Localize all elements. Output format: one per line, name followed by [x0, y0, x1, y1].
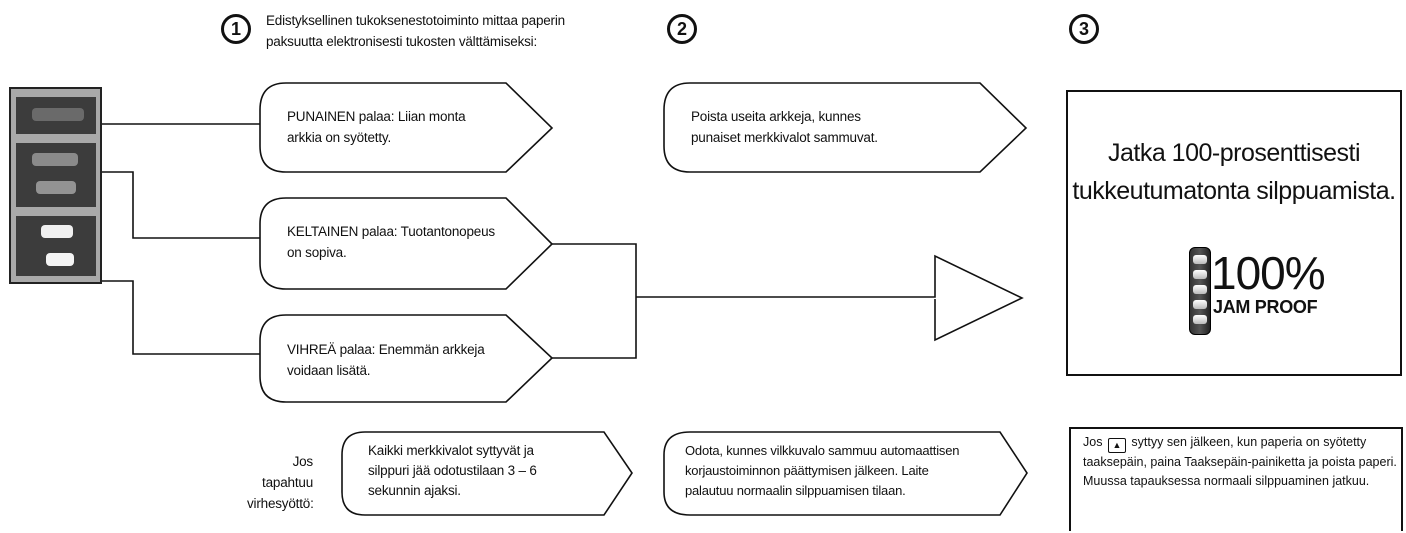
misfeed-desc-line-2: silppuri jää odotustilaan 3 – 6 [368, 463, 537, 478]
reverse-icon: ▲ [1107, 438, 1126, 453]
callout-misfeed-outline [341, 431, 633, 516]
misfeed-label: Jos tapahtuu virhesyöttö: [247, 451, 314, 514]
state-red-line-1: PUNAINEN palaa: Liian monta [287, 109, 466, 124]
led-green-1 [41, 225, 73, 238]
state-red-text: PUNAINEN palaa: Liian monta arkkia on sy… [287, 106, 466, 148]
note-after: syttyy sen jälkeen, kun paperia on syöte… [1083, 435, 1397, 488]
note-before: Jos [1083, 435, 1103, 449]
state-green-line-1: VIHREÄ palaa: Enemmän arkkeja [287, 342, 485, 357]
connector-green [102, 280, 260, 355]
arrow-to-result [636, 254, 1024, 342]
intro-line-1: Edistyksellinen tukoksenestotoiminto mit… [266, 13, 565, 28]
state-red-line-2: arkkia on syötetty. [287, 130, 391, 145]
control-panel-illustration [9, 87, 102, 284]
step-3-number: 3 [1078, 18, 1089, 39]
intro-text: Edistyksellinen tukoksenestotoiminto mit… [266, 10, 565, 52]
result-title: Jatka 100-prosenttisesti tukkeutumatonta… [1068, 134, 1400, 210]
callout-green-outline [259, 314, 554, 403]
state-green-line-2: voidaan lisätä. [287, 363, 371, 378]
callout-wait-outline [663, 431, 1028, 516]
reverse-note-box: Jos ▲ syttyy sen jälkeen, kun paperia on… [1069, 427, 1403, 531]
state-yellow-line-1: KELTAINEN palaa: Tuotantonopeus [287, 224, 495, 239]
panel-section-red [16, 97, 96, 134]
remove-instruction-text: Poista useita arkkeja, kunnes punaiset m… [691, 106, 878, 148]
jam-proof-label: JAM PROOF [1213, 297, 1318, 317]
state-yellow-line-2: on sopiva. [287, 245, 347, 260]
state-yellow-text: KELTAINEN palaa: Tuotantonopeus on sopiv… [287, 221, 495, 263]
misfeed-wait-text: Odota, kunnes vilkkuvalo sammuu automaat… [685, 441, 959, 501]
remove-line-2: punaiset merkkivalot sammuvat. [691, 130, 878, 145]
led-yellow-1 [32, 153, 78, 166]
misfeed-desc-line-1: Kaikki merkkivalot syttyvät ja [368, 443, 534, 458]
jam-proof-percent: 100% [1211, 247, 1326, 299]
intro-line-2: paksuutta elektronisesti tukosten välttä… [266, 34, 538, 49]
wait-line-2: korjaustoiminnon päättymisen jälkeen. La… [685, 463, 929, 478]
shredder-indicator-icon [1189, 247, 1211, 335]
panel-section-green [16, 216, 96, 276]
panel-section-yellow [16, 143, 96, 207]
bracket-merge [552, 243, 637, 359]
led-red [32, 108, 84, 121]
state-green-text: VIHREÄ palaa: Enemmän arkkeja voidaan li… [287, 339, 485, 381]
callout-red-outline [259, 82, 554, 173]
step-3-marker: 3 [1069, 14, 1099, 44]
misfeed-desc-line-3: sekunnin ajaksi. [368, 483, 461, 498]
reverse-note-text: Jos ▲ syttyy sen jälkeen, kun paperia on… [1083, 433, 1401, 491]
result-title-line-2: tukkeutumatonta silppuamista. [1072, 177, 1396, 205]
result-title-line-1: Jatka 100-prosenttisesti [1107, 139, 1361, 167]
step-1-number: 1 [230, 18, 241, 39]
led-green-2 [46, 253, 74, 266]
remove-line-1: Poista useita arkkeja, kunnes [691, 109, 861, 124]
step-2-number: 2 [676, 18, 687, 39]
misfeed-label-line-2: virhesyöttö: [247, 496, 314, 511]
misfeed-description: Kaikki merkkivalot syttyvät ja silppuri … [368, 441, 537, 501]
result-panel: Jatka 100-prosenttisesti tukkeutumatonta… [1066, 90, 1402, 376]
step-1-marker: 1 [221, 14, 251, 44]
wait-line-3: palautuu normaalin silppuamisen tilaan. [685, 483, 906, 498]
callout-remove-outline [663, 82, 1028, 173]
step-2-marker: 2 [667, 14, 697, 44]
misfeed-label-line-1: Jos tapahtuu [262, 454, 313, 490]
led-yellow-2 [36, 181, 76, 194]
connector-yellow [102, 171, 260, 239]
callout-yellow-outline [259, 197, 554, 290]
wait-line-1: Odota, kunnes vilkkuvalo sammuu automaat… [685, 443, 960, 458]
